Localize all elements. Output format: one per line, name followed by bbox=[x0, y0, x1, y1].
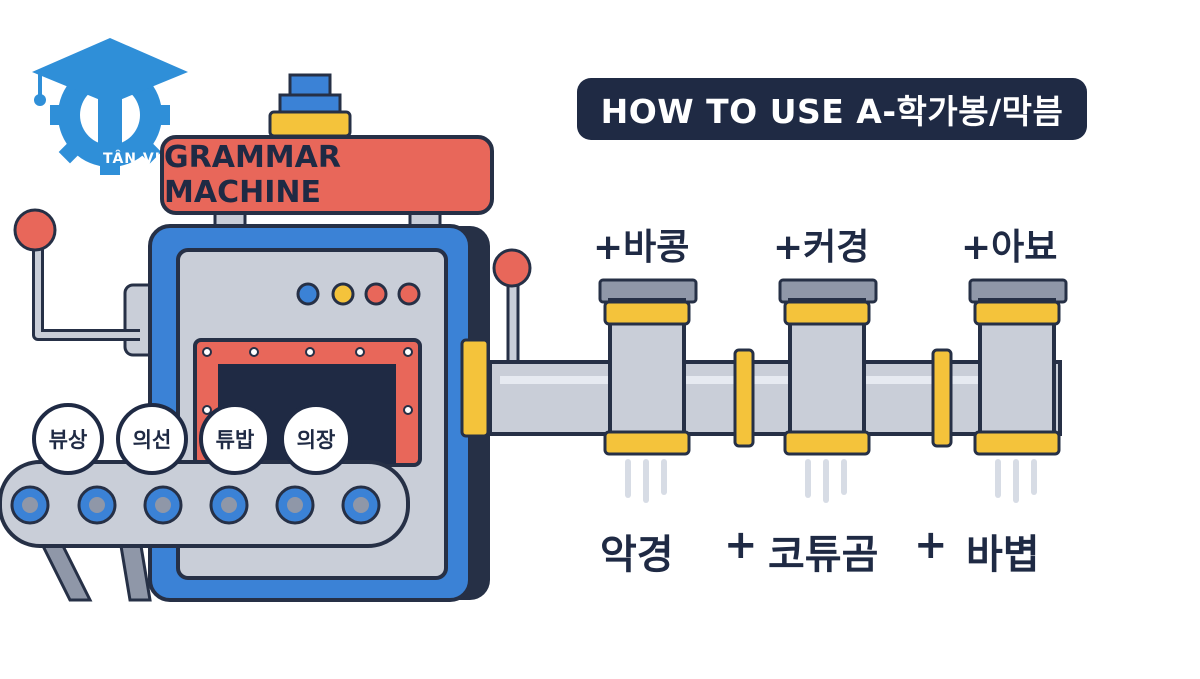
pipe-suffix-2: +커경 bbox=[773, 227, 870, 268]
pipe-1 bbox=[598, 278, 698, 456]
result-word-3: 바볍 bbox=[966, 532, 1040, 578]
belt-word-1: 뷰상 bbox=[32, 403, 104, 475]
result-word-2: 코튜곰 bbox=[768, 532, 879, 578]
page-title: HOW TO USE A-학가봉/막븜 bbox=[577, 78, 1087, 140]
machine-sign: GRAMMAR MACHINE bbox=[160, 135, 494, 215]
belt-word-4: 의장 bbox=[280, 403, 352, 475]
pipe-3 bbox=[968, 278, 1068, 456]
plus-sign-2: + bbox=[914, 522, 948, 568]
pipe-2 bbox=[778, 278, 878, 456]
pipe-suffix-3: +아뵤 bbox=[961, 227, 1058, 268]
result-word-1: 악경 bbox=[600, 532, 674, 578]
plus-sign-1: + bbox=[724, 522, 758, 568]
pipe-suffix-1: +바콩 bbox=[593, 227, 690, 268]
belt-word-2: 의선 bbox=[116, 403, 188, 475]
belt-word-3: 튜밥 bbox=[199, 403, 271, 475]
